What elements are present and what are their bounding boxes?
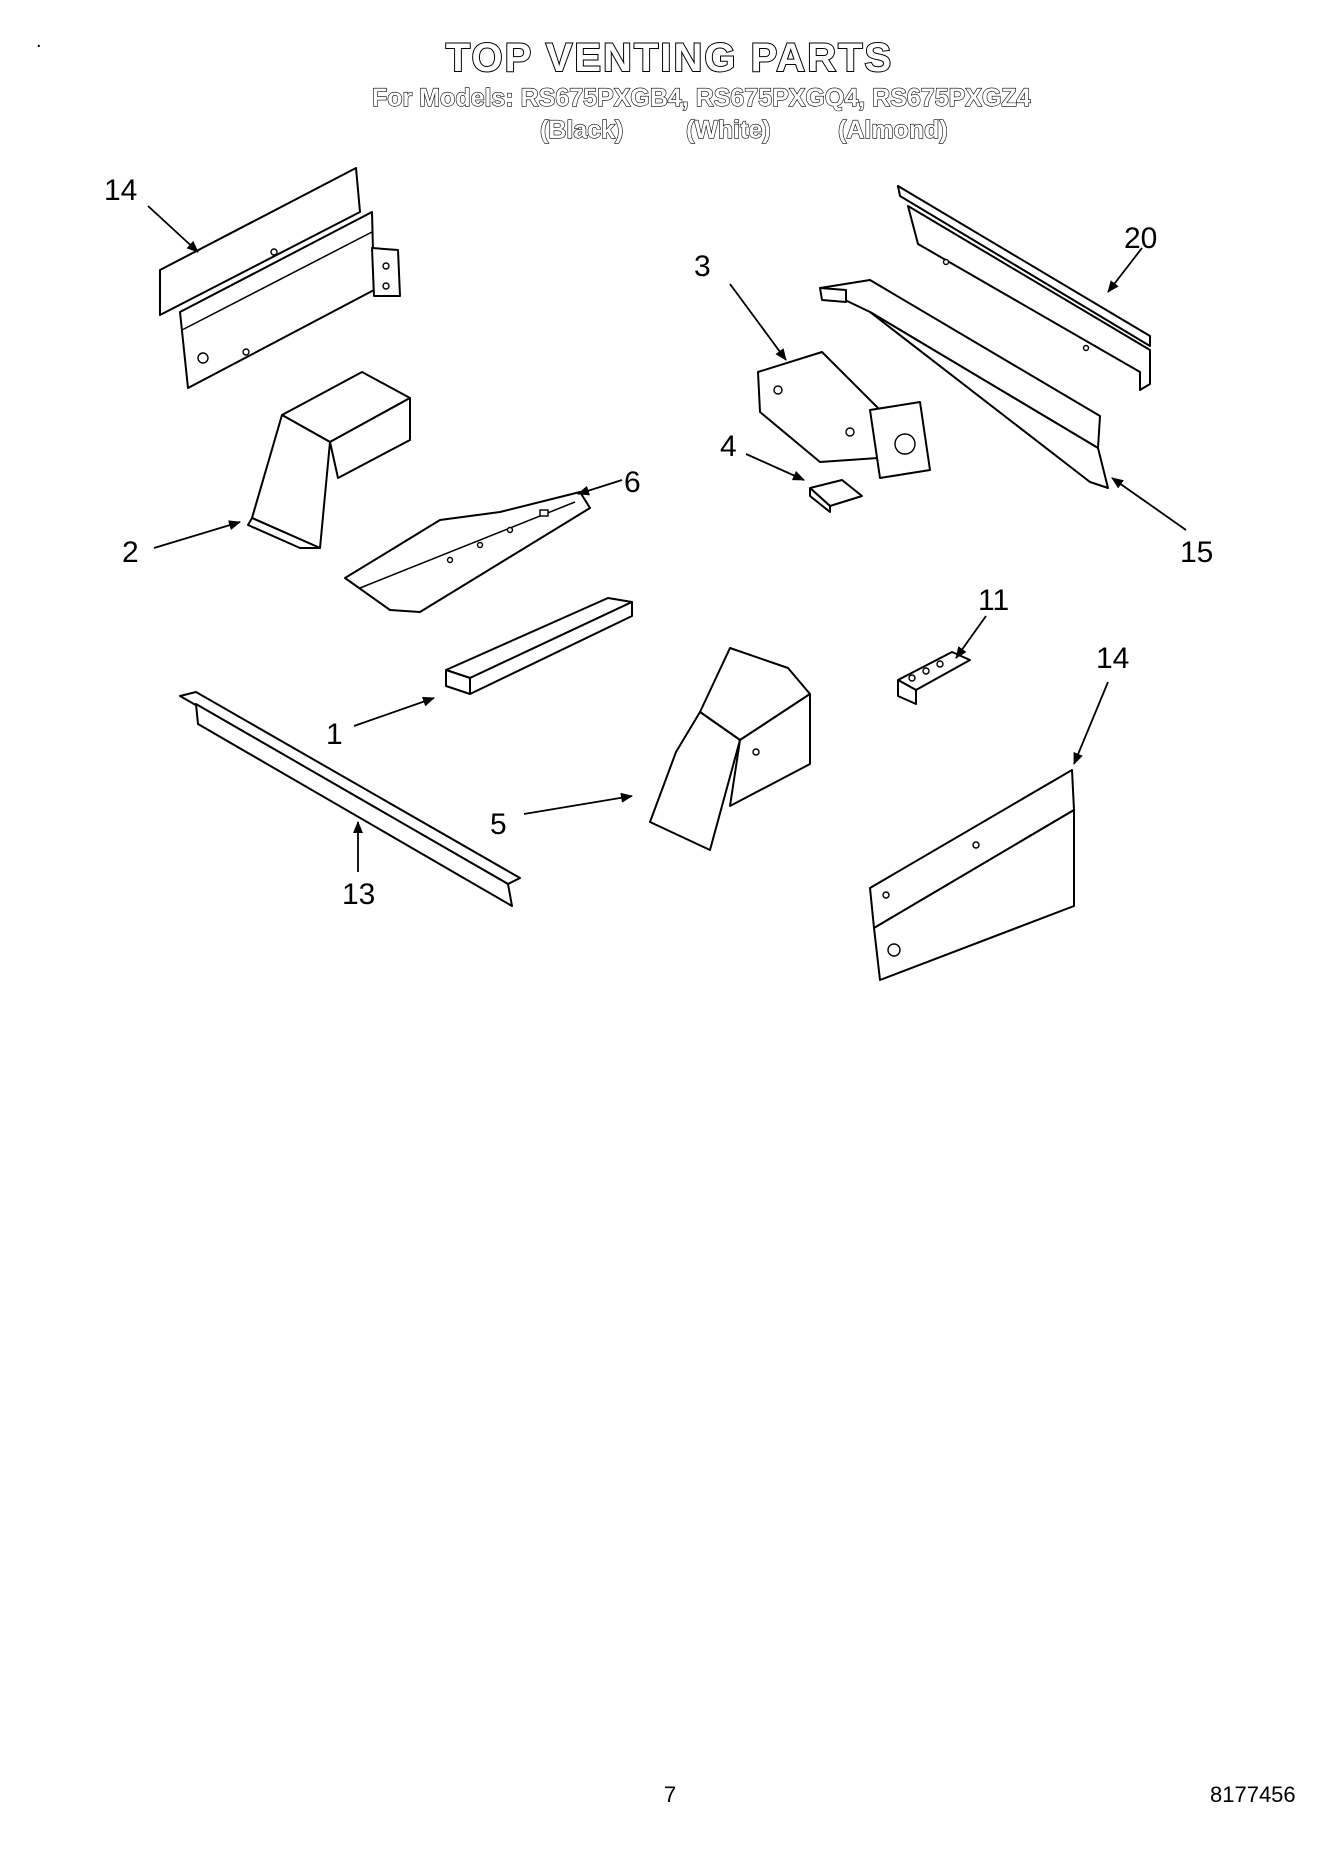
callout-6: 6 xyxy=(624,466,641,499)
callout-20: 20 xyxy=(1124,222,1157,255)
callout-15: 15 xyxy=(1180,536,1213,569)
document-number: 8177456 xyxy=(1210,1782,1296,1807)
callout-2: 2 xyxy=(122,536,139,569)
callout-13: 13 xyxy=(342,878,375,911)
callout-3: 3 xyxy=(694,250,711,283)
callout-14-upper: 14 xyxy=(104,174,137,207)
part-2-vent-duct xyxy=(247,371,411,549)
part-15-slotted-rail xyxy=(819,279,1109,489)
part-20-rear-rail xyxy=(897,185,1151,391)
part-11-terminal-strip xyxy=(897,651,971,705)
callout-1: 1 xyxy=(326,718,343,751)
part-1-bar xyxy=(445,597,633,695)
part-14-lower-shield xyxy=(869,769,1075,981)
color-white: (White) xyxy=(685,115,771,144)
part-13-rail xyxy=(179,691,521,907)
page-number: 7 xyxy=(664,1782,677,1807)
callout-14-lower: 14 xyxy=(1096,642,1129,675)
leader-lines xyxy=(147,205,1187,872)
part-14-upper-shield xyxy=(159,167,401,389)
callout-5: 5 xyxy=(490,808,507,841)
callout-4: 4 xyxy=(720,430,737,463)
callout-11: 11 xyxy=(978,584,1009,617)
page-title: TOP VENTING PARTS xyxy=(445,35,894,81)
corner-mark: . xyxy=(36,30,42,52)
color-black: (Black) xyxy=(539,115,624,144)
models-line: For Models: RS675PXGB4, RS675PXGQ4, RS67… xyxy=(371,83,1031,112)
color-almond: (Almond) xyxy=(837,115,948,144)
part-6-plate xyxy=(344,491,591,613)
part-3-motor-assembly xyxy=(757,351,931,479)
part-4-small-block xyxy=(809,479,863,513)
part-5-bracket xyxy=(649,647,811,851)
